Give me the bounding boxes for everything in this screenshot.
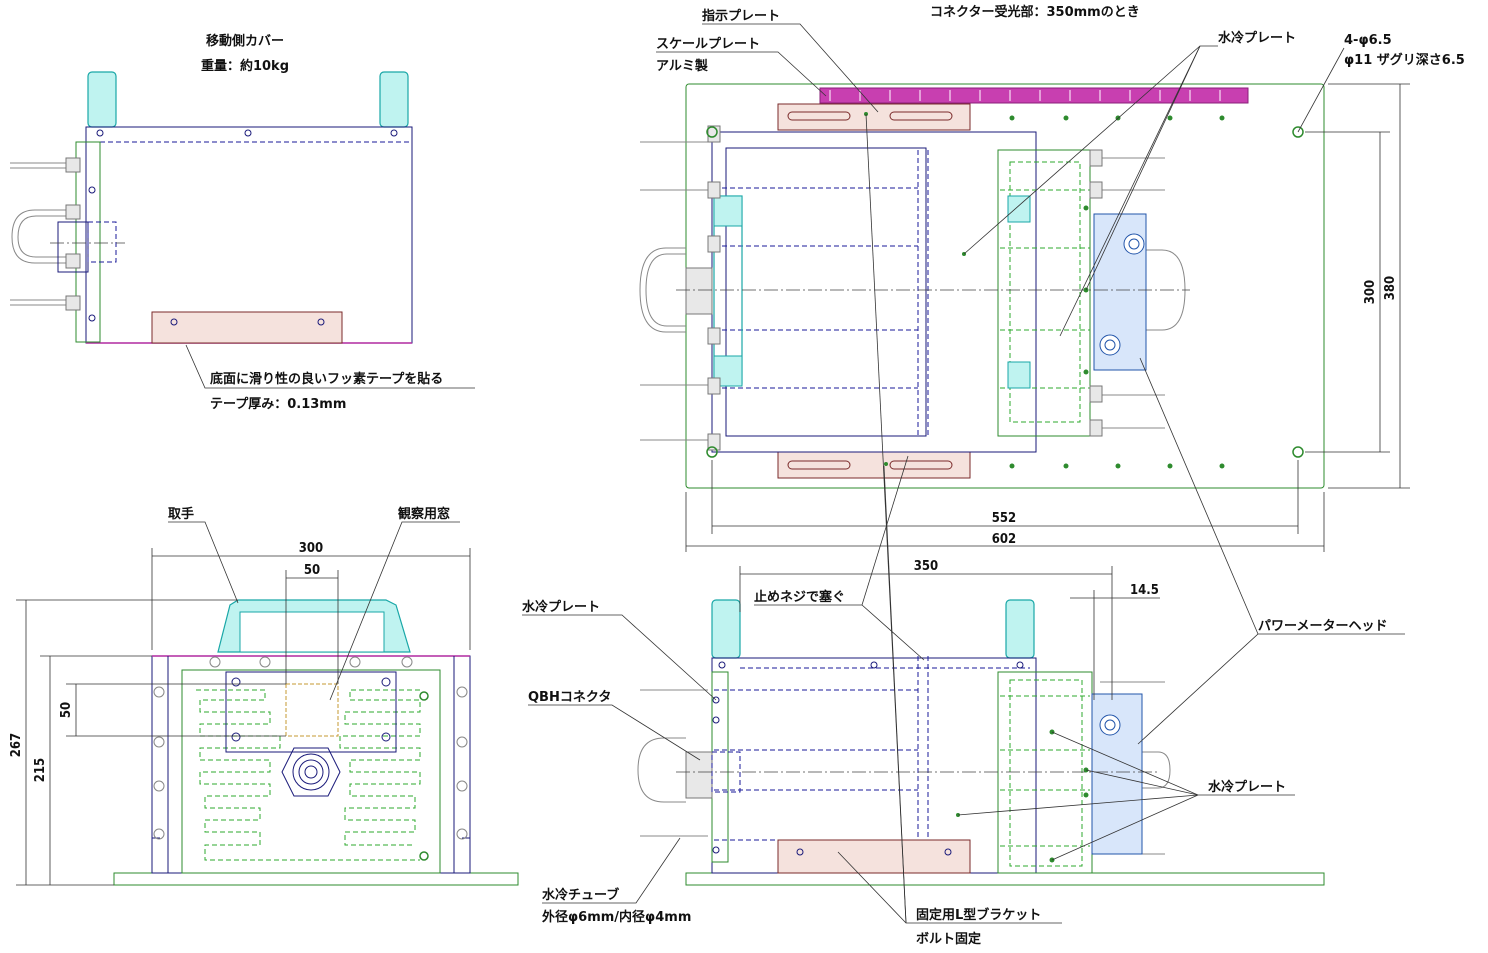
qbh-connector-side — [57, 221, 89, 273]
dim-connector-distance: 350 — [914, 559, 938, 574]
l-bracket-side-view — [777, 839, 971, 874]
qbh-connector-side-view — [685, 751, 713, 799]
cover-body — [85, 126, 413, 344]
water-plate-top-label: 水冷プレート — [1218, 30, 1296, 46]
base-plate-top — [685, 83, 1325, 489]
observation-window — [285, 683, 339, 737]
water-plate-left-label: 水冷プレート — [522, 599, 600, 615]
dim-base-height: 380 — [1383, 276, 1398, 300]
qbh-connector-label: QBHコネクタ — [528, 690, 611, 705]
scale-plate — [819, 87, 1249, 104]
bottom-right-view: 350 14.5 止めネジで塞ぐ 水冷プレート QBHコネクタ パワーメーターヘ… — [522, 113, 1405, 947]
indicator-plate-label: 指示プレート — [702, 8, 780, 24]
water-plate-side — [997, 671, 1093, 874]
connector-note-label: コネクター受光部：350mmのとき — [930, 4, 1140, 20]
window-frame — [225, 671, 397, 753]
water-tube-label: 水冷チューブ — [542, 887, 619, 903]
side-view-cover: 移動側カバー 重量：約10kg 底面に滑り性の良いフッ素テープを貼る テープ厚み… — [10, 33, 475, 412]
hole-spec2-label: φ11 ザグリ深さ6.5 — [1344, 52, 1465, 68]
bracket-top-upper — [777, 103, 971, 131]
ptfe-tape-label: 底面に滑り性の良いフッ素テープを貼る — [210, 371, 443, 387]
water-plate-right-label: 水冷プレート — [1208, 779, 1286, 795]
tube-fittings-side — [10, 157, 81, 311]
bolt-fix-label: ボルト固定 — [916, 931, 981, 947]
mounting-holes — [706, 126, 1304, 458]
front-base-plate — [113, 872, 519, 886]
window-label: 観察用窓 — [397, 506, 450, 522]
dim-side-height: 300 — [1363, 280, 1378, 304]
weight-label: 重量：約10kg — [201, 58, 289, 74]
qbh-connector-top — [685, 267, 713, 315]
water-plate-top-view — [997, 149, 1091, 437]
top-view: 300 380 552 602 指示プレート スケールプレート アルミ製 コネク… — [639, 4, 1465, 552]
hole-spec1-label: 4-φ6.5 — [1344, 33, 1392, 48]
front-body — [151, 655, 471, 874]
bracket-top-lower — [777, 451, 971, 479]
front-view: 300 50 267 215 50 取手 観察用窓 — [9, 506, 519, 886]
dim-inner-width: 552 — [992, 511, 1016, 526]
dim-front-width: 300 — [299, 541, 323, 556]
scale-plate-label: スケールプレート — [656, 37, 760, 52]
handle-side-right — [1005, 599, 1035, 659]
power-meter-head-label: パワーメーターヘッド — [1258, 619, 1387, 634]
dim-body-height: 215 — [33, 758, 48, 782]
tube-dims-label: 外径φ6mm/内径φ4mm — [541, 909, 691, 925]
moving-cover-label: 移動側カバー — [206, 33, 284, 49]
aluminum-label: アルミ製 — [656, 58, 708, 74]
handle-side-left — [711, 599, 741, 659]
cover-top — [711, 131, 1037, 453]
handle-label: 取手 — [168, 506, 194, 522]
handle-right — [379, 71, 409, 128]
tape-thickness-label: テープ厚み：0.13mm — [210, 396, 346, 412]
l-bracket-side — [151, 311, 343, 344]
dim-total-height: 267 — [9, 733, 24, 757]
base-plate-side — [685, 872, 1325, 886]
dim-base-width: 602 — [992, 532, 1016, 547]
dim-window-height: 50 — [59, 702, 74, 718]
side-plate — [75, 141, 101, 343]
front-qbh-connector — [281, 747, 341, 797]
l-bracket-label: 固定用L型ブラケット — [916, 907, 1041, 923]
dim-offset: 14.5 — [1130, 583, 1159, 598]
front-water-plate — [181, 669, 441, 874]
dim-window-width: 50 — [304, 563, 320, 578]
handle-left — [87, 71, 117, 128]
plug-screw-label: 止めネジで塞ぐ — [754, 589, 845, 605]
